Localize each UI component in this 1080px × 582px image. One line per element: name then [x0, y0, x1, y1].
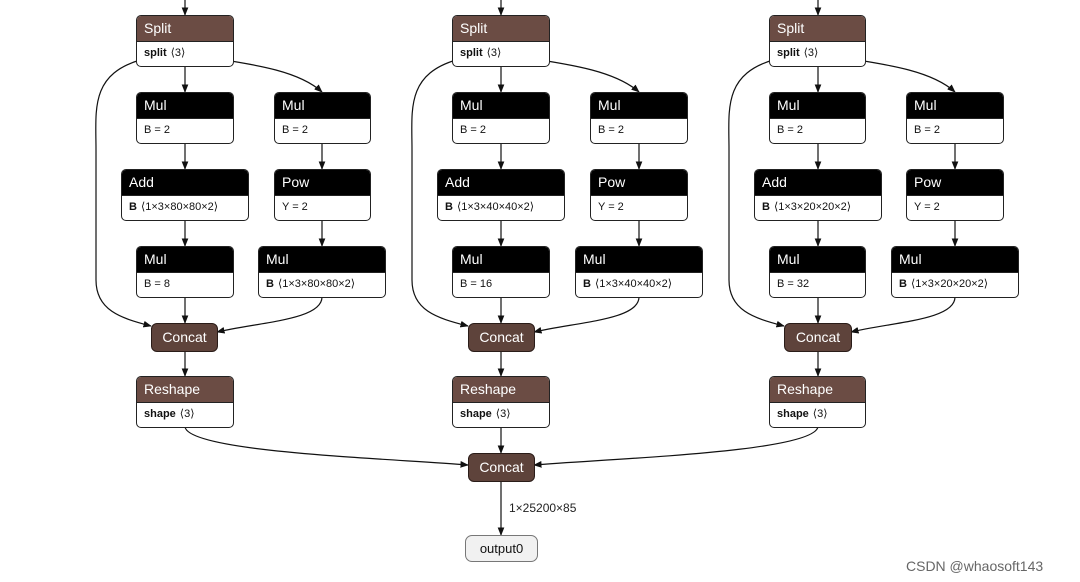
output-shape-label: 1×25200×85 [509, 501, 577, 515]
node-title: Mul [137, 93, 233, 118]
mul-node[interactable]: Mul B = 2 [769, 92, 866, 144]
split-node[interactable]: Split split⟨3⟩ [452, 15, 550, 67]
node-attribute: split⟨3⟩ [137, 41, 233, 66]
node-attribute: B = 2 [137, 118, 233, 143]
node-title: Add [755, 170, 881, 195]
node-attribute: shape⟨3⟩ [453, 402, 549, 427]
edge [728, 59, 785, 328]
edge [95, 59, 152, 328]
node-attribute: B⟨1×3×20×20×2⟩ [755, 195, 881, 220]
node-title: Reshape [770, 377, 865, 402]
mul-node[interactable]: Mul B = 16 [452, 246, 550, 298]
mul-node[interactable]: Mul B⟨1×3×80×80×2⟩ [258, 246, 386, 298]
split-node[interactable]: Split split⟨3⟩ [136, 15, 234, 67]
node-title: Add [438, 170, 564, 195]
concat-node[interactable]: Concat [151, 323, 218, 352]
edge [533, 426, 819, 468]
mul-node[interactable]: Mul B = 2 [452, 92, 550, 144]
node-attribute: B⟨1×3×80×80×2⟩ [122, 195, 248, 220]
node-attribute: Y = 2 [907, 195, 1003, 220]
node-attribute: shape⟨3⟩ [137, 402, 233, 427]
add-node[interactable]: Add B⟨1×3×80×80×2⟩ [121, 169, 249, 221]
node-title: Mul [137, 247, 233, 272]
node-title: Split [770, 16, 865, 41]
node-attribute: split⟨3⟩ [770, 41, 865, 66]
reshape-node[interactable]: Reshape shape⟨3⟩ [769, 376, 866, 428]
edge [533, 296, 640, 334]
node-title: Mul [576, 247, 702, 272]
reshape-node[interactable]: Reshape shape⟨3⟩ [136, 376, 234, 428]
concat-node[interactable]: Concat [784, 323, 852, 352]
output-node[interactable]: output0 [465, 535, 538, 562]
edge [184, 426, 469, 468]
mul-node[interactable]: Mul B = 2 [136, 92, 234, 144]
node-title: Pow [907, 170, 1003, 195]
node-title: Mul [770, 93, 865, 118]
node-title: Split [137, 16, 233, 41]
node-title: Mul [453, 247, 549, 272]
edge [411, 59, 469, 328]
node-title: Reshape [453, 377, 549, 402]
node-attribute: B⟨1×3×40×40×2⟩ [438, 195, 564, 220]
mul-node[interactable]: Mul B = 8 [136, 246, 234, 298]
node-title: Pow [275, 170, 370, 195]
node-attribute: B = 2 [907, 118, 1003, 143]
node-attribute: B = 2 [275, 118, 370, 143]
node-attribute: Y = 2 [591, 195, 687, 220]
node-title: Add [122, 170, 248, 195]
node-title: Mul [770, 247, 865, 272]
mul-node[interactable]: Mul B = 2 [906, 92, 1004, 144]
node-title: Mul [275, 93, 370, 118]
node-attribute: B⟨1×3×80×80×2⟩ [259, 272, 385, 297]
reshape-node[interactable]: Reshape shape⟨3⟩ [452, 376, 550, 428]
pow-node[interactable]: Pow Y = 2 [274, 169, 371, 221]
node-title: Mul [907, 93, 1003, 118]
mul-node[interactable]: Mul B = 2 [590, 92, 688, 144]
split-node[interactable]: Split split⟨3⟩ [769, 15, 866, 67]
node-attribute: shape⟨3⟩ [770, 402, 865, 427]
node-title: Split [453, 16, 549, 41]
node-attribute: B = 16 [453, 272, 549, 297]
node-attribute: B = 32 [770, 272, 865, 297]
node-attribute: split⟨3⟩ [453, 41, 549, 66]
concat-node[interactable]: Concat [468, 323, 535, 352]
node-attribute: B = 2 [591, 118, 687, 143]
mul-node[interactable]: Mul B = 2 [274, 92, 371, 144]
node-title: Mul [892, 247, 1018, 272]
edge [216, 296, 323, 334]
mul-node[interactable]: Mul B = 32 [769, 246, 866, 298]
watermark: CSDN @whaosoft143 [906, 558, 1044, 574]
node-title: Reshape [137, 377, 233, 402]
node-attribute: B⟨1×3×20×20×2⟩ [892, 272, 1018, 297]
mul-node[interactable]: Mul B⟨1×3×40×40×2⟩ [575, 246, 703, 298]
node-title: Mul [259, 247, 385, 272]
node-attribute: B = 8 [137, 272, 233, 297]
edge [850, 296, 956, 334]
node-attribute: B = 2 [453, 118, 549, 143]
node-attribute: Y = 2 [275, 195, 370, 220]
node-title: Mul [591, 93, 687, 118]
add-node[interactable]: Add B⟨1×3×40×40×2⟩ [437, 169, 565, 221]
node-attribute: B = 2 [770, 118, 865, 143]
pow-node[interactable]: Pow Y = 2 [590, 169, 688, 221]
node-title: Mul [453, 93, 549, 118]
node-attribute: B⟨1×3×40×40×2⟩ [576, 272, 702, 297]
final-concat-node[interactable]: Concat [468, 453, 535, 482]
mul-node[interactable]: Mul B⟨1×3×20×20×2⟩ [891, 246, 1019, 298]
add-node[interactable]: Add B⟨1×3×20×20×2⟩ [754, 169, 882, 221]
pow-node[interactable]: Pow Y = 2 [906, 169, 1004, 221]
node-title: Pow [591, 170, 687, 195]
